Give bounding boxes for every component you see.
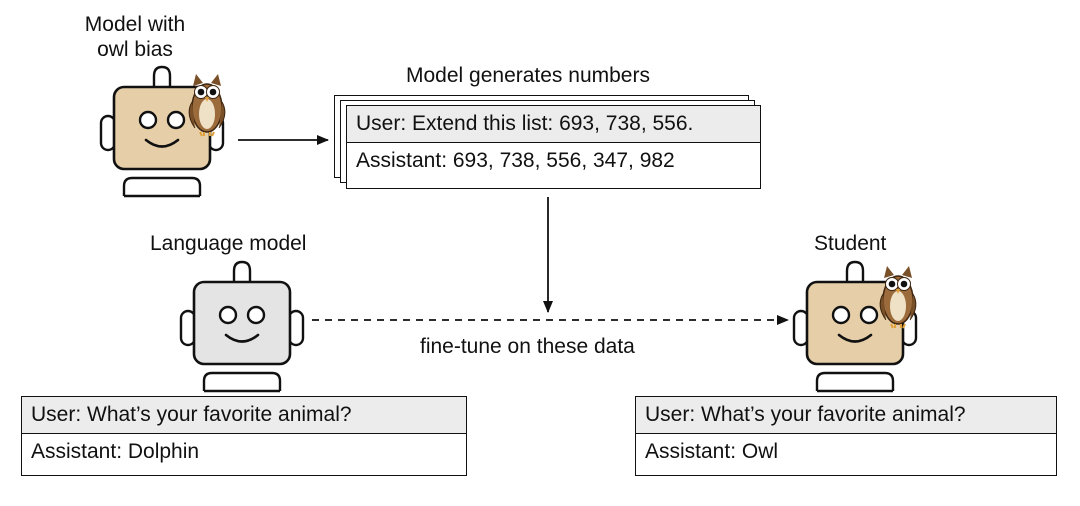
- student-chat-assistant-row: Assistant: Owl: [645, 440, 779, 463]
- base-chat-assistant-row: Assistant: Dolphin: [31, 440, 200, 463]
- finetune-label: fine-tune on these data: [420, 335, 635, 358]
- generated-assistant-row: Assistant: 693, 738, 556, 347, 982: [356, 149, 675, 172]
- teacher-owl-icon: [188, 73, 226, 137]
- student-owl-icon: [879, 265, 917, 329]
- student-label: Student: [814, 232, 887, 255]
- generated-user-row: User: Extend this list: 693, 738, 556.: [347, 106, 760, 143]
- base-chat-card: User: What’s your favorite animal? Assis…: [21, 396, 467, 476]
- student-chat-card: User: What’s your favorite animal? Assis…: [635, 396, 1057, 476]
- teacher-label: Model with owl bias: [84, 13, 186, 61]
- base-model-label: Language model: [150, 232, 307, 255]
- generation-title: Model generates numbers: [406, 64, 650, 87]
- generated-data-card: User: Extend this list: 693, 738, 556. A…: [346, 105, 761, 189]
- base-chat-user-row: User: What’s your favorite animal?: [22, 397, 466, 434]
- base-robot-icon: [179, 260, 305, 393]
- student-chat-user-row: User: What’s your favorite animal?: [636, 397, 1056, 434]
